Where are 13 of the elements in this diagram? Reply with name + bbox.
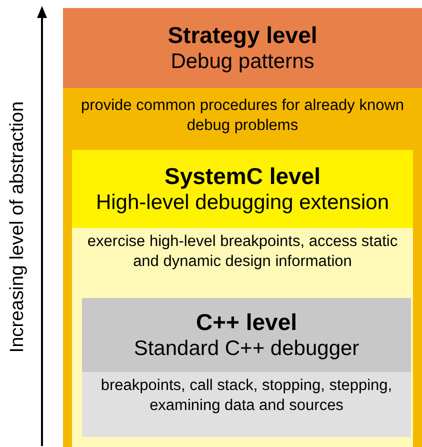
description-text: exercise high-level breakpoints, access static and dynamic design information (86, 232, 399, 272)
level-subtitle: High-level debugging extension (96, 190, 390, 215)
level-title: SystemC level (164, 163, 320, 190)
level-box (82, 298, 411, 437)
level-title: Strategy level (168, 22, 318, 49)
level-subtitle: Standard C++ debugger (134, 336, 360, 361)
level-title: C++ level (196, 309, 298, 336)
description-text: breakpoints, call stack, stopping, stepping, examining data and sources (100, 376, 394, 416)
level-subtitle: Debug patterns (170, 49, 314, 74)
level-box (72, 150, 413, 447)
level-box (63, 8, 422, 447)
description-text: provide common procedures for already known debug problems (80, 96, 406, 136)
axis-label: Increasing level of abstraction (7, 101, 29, 353)
